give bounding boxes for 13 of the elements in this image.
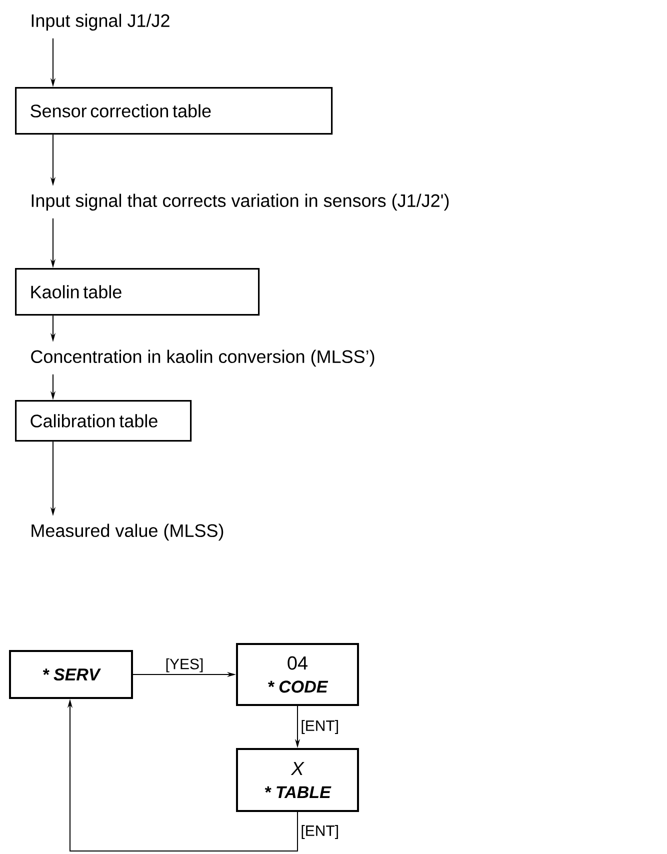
table-box: Kaolin table: [15, 268, 260, 316]
edge-label: [ENT]: [300, 719, 340, 735]
signal-text: Measured value (MLSS): [32, 524, 224, 541]
menu-box: X * TABLE: [236, 748, 359, 812]
signal-text: Input signal J1/J2: [32, 14, 170, 31]
edge-label: [YES]: [164, 657, 205, 674]
table-box: Sensor correction table: [15, 87, 333, 135]
menu-box: 04 * CODE: [236, 643, 359, 706]
edge-label: [ENT]: [300, 824, 340, 840]
signal-text: Input signal that corrects variation in sensors (J1/J2'): [32, 194, 449, 211]
table-box: Calibration table: [15, 400, 192, 442]
signal-text: Concentration in kaolin conversion (MLSS’): [31, 350, 374, 367]
menu-box: * SERV: [9, 650, 133, 699]
